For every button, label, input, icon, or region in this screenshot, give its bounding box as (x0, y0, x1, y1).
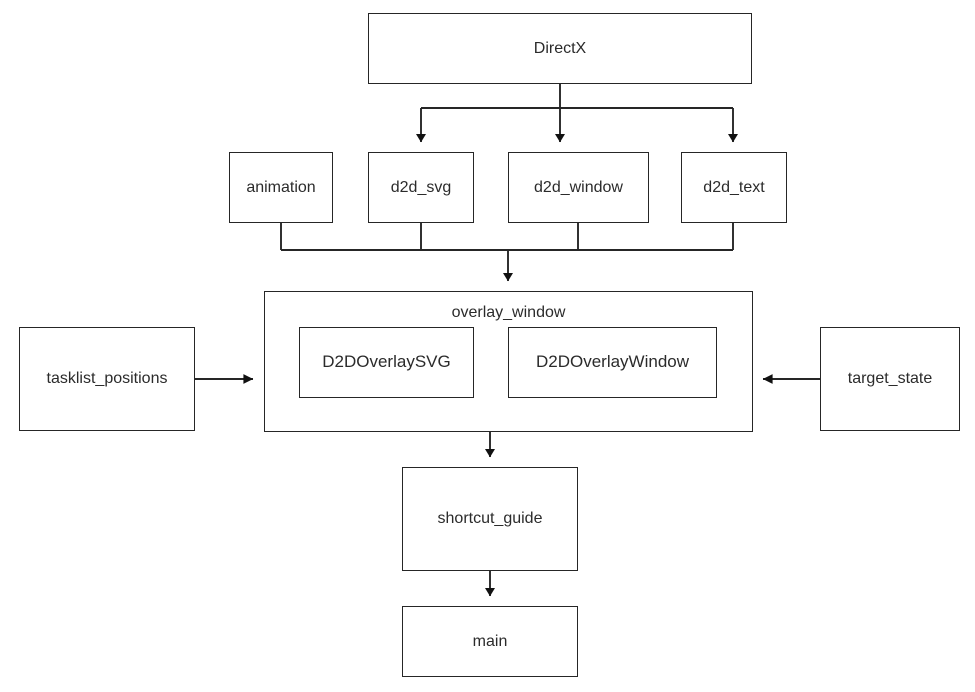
node-animation[interactable]: animation (229, 152, 333, 223)
node-d2d-window[interactable]: d2d_window (508, 152, 649, 223)
node-shortcut-guide-label: shortcut_guide (437, 510, 543, 528)
node-overlay-window-label: overlay_window (451, 304, 566, 321)
node-d2d-window-label: d2d_window (534, 178, 623, 196)
node-target-state[interactable]: target_state (820, 327, 960, 431)
node-shortcut-guide[interactable]: shortcut_guide (402, 467, 578, 571)
node-d2d-overlay-window-label: D2DOverlayWindow (535, 352, 690, 372)
node-target-state-label: target_state (847, 370, 933, 388)
node-d2d-text[interactable]: d2d_text (681, 152, 787, 223)
node-d2d-svg-label: d2d_svg (390, 178, 452, 196)
node-main[interactable]: main (402, 606, 578, 677)
node-overlay-window-group[interactable]: overlay_window (264, 291, 753, 432)
node-d2d-overlay-svg[interactable]: D2DOverlaySVG (299, 327, 474, 398)
node-d2d-text-label: d2d_text (703, 178, 765, 196)
node-animation-label: animation (246, 178, 316, 196)
node-d2d-overlay-window[interactable]: D2DOverlayWindow (508, 327, 717, 398)
node-d2d-svg[interactable]: d2d_svg (368, 152, 474, 223)
node-tasklist-positions[interactable]: tasklist_positions (19, 327, 195, 431)
node-main-label: main (472, 632, 508, 650)
node-tasklist-positions-label: tasklist_positions (46, 370, 168, 388)
node-directx-label: DirectX (533, 39, 587, 57)
node-directx[interactable]: DirectX (368, 13, 752, 84)
node-d2d-overlay-svg-label: D2DOverlaySVG (322, 352, 451, 372)
